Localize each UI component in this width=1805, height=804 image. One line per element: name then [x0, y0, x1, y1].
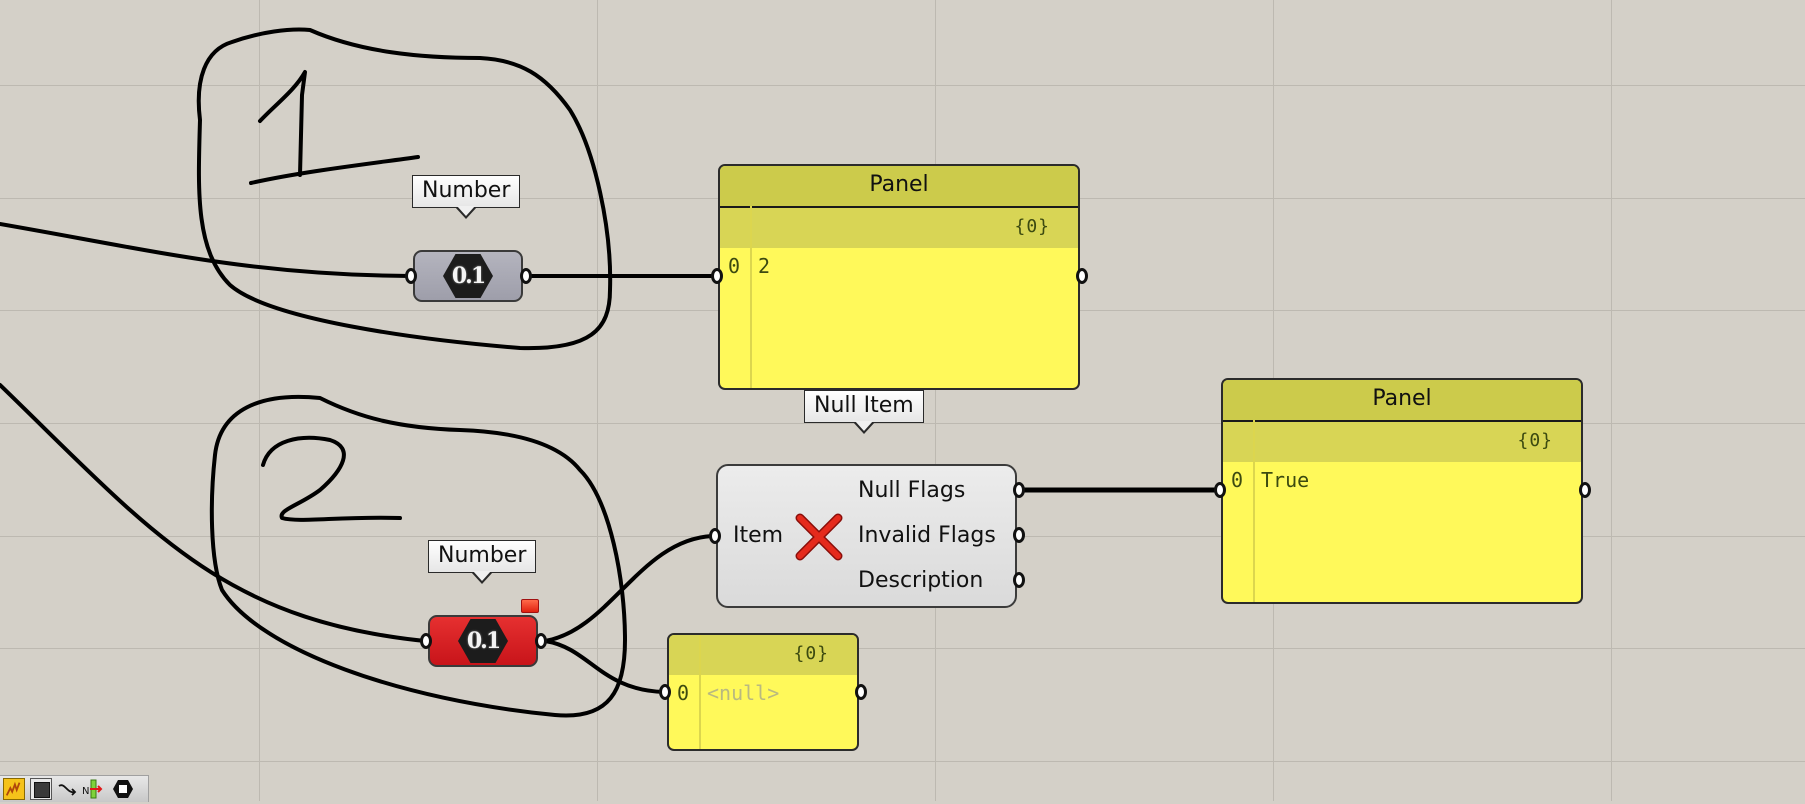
hexagon-component-icon[interactable] — [112, 778, 134, 800]
panel-path-row: {0} — [720, 208, 1078, 248]
canvas-toolbar: N — [0, 775, 149, 802]
grid-line — [935, 0, 936, 801]
panel-null-input-port[interactable] — [659, 684, 671, 700]
number-2-tooltip: Number — [428, 540, 537, 584]
svg-text:N: N — [82, 786, 89, 797]
number-icon: 0.1 — [443, 254, 493, 298]
panel-null-output-port[interactable] — [855, 684, 867, 700]
annotation-loop-1 — [196, 27, 613, 351]
null-flags-output-port[interactable] — [1013, 482, 1025, 498]
invalid-flags-output-port[interactable] — [1013, 527, 1025, 543]
output-label-description: Description — [858, 568, 984, 593]
grid-line — [597, 0, 598, 801]
warning-flag-icon[interactable] — [521, 599, 539, 613]
number-2-output-port[interactable] — [535, 633, 547, 649]
wire-number-2-to-item — [543, 534, 714, 643]
panel-right-output-port[interactable] — [1579, 482, 1591, 498]
red-x-icon — [795, 513, 843, 561]
panel-right-input-port[interactable] — [1214, 482, 1226, 498]
panel-path: {0} — [1014, 216, 1050, 237]
preview-wireframe-icon[interactable] — [30, 778, 52, 800]
panel-top-output-port[interactable] — [1076, 268, 1088, 284]
panel-path-row: {0} — [669, 635, 857, 675]
panel-title: Panel — [720, 166, 1078, 208]
wire-input-number-1 — [0, 222, 412, 278]
panel-path: {0} — [1517, 430, 1553, 451]
grid-line — [0, 648, 1805, 649]
annotation-digit-1 — [249, 70, 420, 185]
output-label-null-flags: Null Flags — [858, 478, 966, 503]
data-flow-icon[interactable]: N — [82, 778, 104, 800]
row-index: 0 — [728, 254, 741, 278]
panel-path-row: {0} — [1223, 422, 1581, 462]
panel-top-input-port[interactable] — [711, 268, 723, 284]
number-1-tooltip: Number — [412, 175, 521, 219]
number-icon: 0.1 — [458, 619, 508, 663]
row-index: 0 — [1231, 468, 1244, 492]
tooltip-label: Null Item — [814, 393, 914, 418]
grid-line — [1611, 0, 1612, 801]
input-label-item: Item — [733, 523, 784, 548]
grid-line — [259, 0, 260, 801]
output-label-invalid-flags: Invalid Flags — [858, 523, 996, 548]
panel-null[interactable]: {0} 0 <null> — [667, 633, 859, 751]
panel-index-divider — [750, 206, 752, 388]
tooltip-label: Number — [422, 178, 511, 203]
row-value: <null> — [707, 681, 780, 705]
grid-line — [0, 423, 1805, 424]
panel-index-divider — [699, 635, 701, 749]
row-index: 0 — [677, 681, 690, 705]
grid-line — [0, 85, 1805, 86]
annotation-digit-2 — [261, 435, 402, 522]
annotation-loop-2 — [209, 394, 627, 718]
grid-line — [0, 761, 1805, 762]
panel-top[interactable]: Panel {0} 0 2 — [718, 164, 1080, 390]
number-param-1[interactable]: 0.1 — [413, 250, 523, 302]
number-1-input-port[interactable] — [405, 268, 417, 284]
number-2-input-port[interactable] — [420, 633, 432, 649]
panel-right[interactable]: Panel {0} 0 True — [1221, 378, 1583, 604]
panel-index-divider — [1253, 420, 1255, 602]
wire-display-icon[interactable] — [57, 778, 79, 800]
description-output-port[interactable] — [1013, 572, 1025, 588]
panel-title: Panel — [1223, 380, 1581, 422]
row-value: 2 — [758, 254, 771, 278]
null-item-tooltip: Null Item — [804, 390, 924, 434]
tooltip-label: Number — [438, 543, 527, 568]
null-item-component[interactable]: Item Null Flags Invalid Flags Descriptio… — [716, 464, 1017, 608]
number-param-2[interactable]: 0.1 — [428, 615, 538, 667]
panel-path: {0} — [793, 643, 829, 664]
item-input-port[interactable] — [709, 528, 721, 544]
number-1-output-port[interactable] — [520, 268, 532, 284]
row-value: True — [1261, 468, 1310, 492]
preview-shaded-icon[interactable] — [3, 778, 25, 800]
